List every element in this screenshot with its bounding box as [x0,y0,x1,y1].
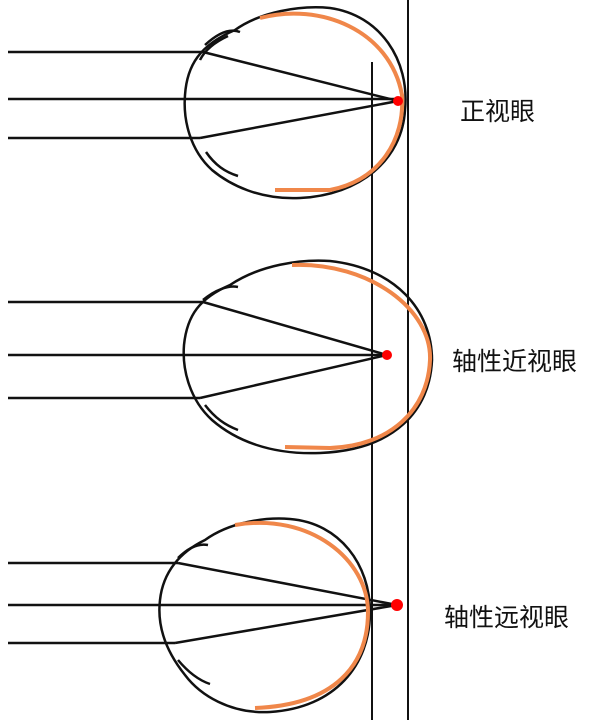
focal-point [382,350,392,360]
label-axial-hyperopia: 轴性远视眼 [444,603,570,632]
eye-axial-hyperopia [8,517,403,714]
focal-point [391,599,403,611]
label-axial-myopia: 轴性近视眼 [452,347,578,376]
eye-axial-myopia [8,259,434,455]
focal-point [393,96,403,106]
label-emmetropia: 正视眼 [460,97,536,126]
eye-emmetropia [8,6,407,200]
